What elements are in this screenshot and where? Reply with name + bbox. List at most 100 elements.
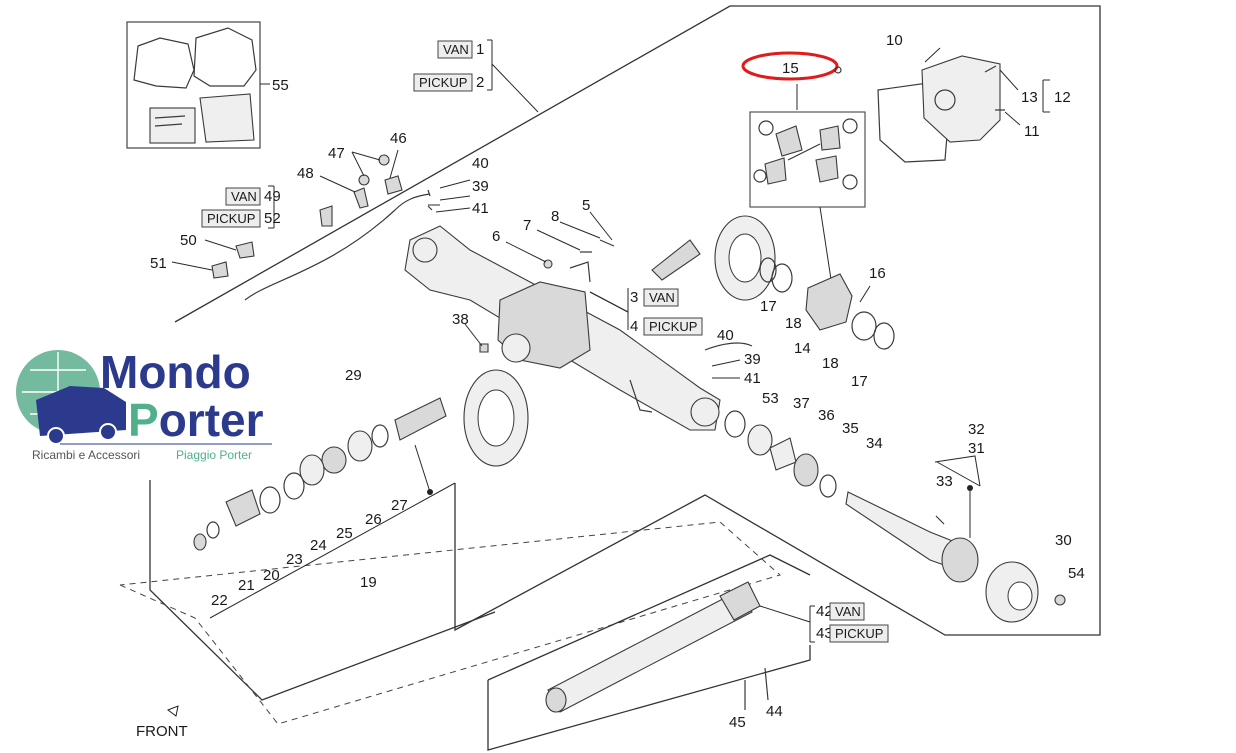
- part-label-p32[interactable]: 32: [968, 421, 985, 438]
- part-number: 26: [365, 511, 382, 528]
- part-label-p41a[interactable]: 41: [472, 200, 489, 217]
- part-label-p21[interactable]: 21: [238, 577, 255, 594]
- part-label-p40b[interactable]: 40: [717, 327, 734, 344]
- part-number: 22: [211, 592, 228, 609]
- part-number: 24: [310, 537, 327, 554]
- part-label-p50[interactable]: 50: [180, 232, 197, 249]
- part-number: 3: [630, 289, 638, 306]
- part-label-p54[interactable]: 54: [1068, 565, 1085, 582]
- part-label-p53[interactable]: 53: [762, 390, 779, 407]
- part-number: 20: [263, 567, 280, 584]
- part-label-p39a[interactable]: 39: [472, 178, 489, 195]
- part-number: 18: [822, 355, 839, 372]
- part-number: 23: [286, 551, 303, 568]
- part-label-p51[interactable]: 51: [150, 255, 167, 272]
- part-label-p1[interactable]: 1 VAN: [437, 40, 484, 59]
- part-label-p8[interactable]: 8: [551, 208, 559, 225]
- part-label-p40a[interactable]: 40: [472, 155, 489, 172]
- part-label-p6[interactable]: 6: [492, 228, 500, 245]
- part-label-p48[interactable]: 48: [297, 165, 314, 182]
- part-number: 17: [760, 298, 777, 315]
- part-label-p25[interactable]: 25: [336, 525, 353, 542]
- part-label-p7[interactable]: 7: [523, 217, 531, 234]
- part-label-p10[interactable]: 10: [886, 32, 903, 49]
- logo-word-orter: orter: [159, 394, 264, 446]
- part-label-p55[interactable]: 55: [272, 77, 289, 94]
- part-number: 39: [472, 178, 489, 195]
- part-label-p34[interactable]: 34: [866, 435, 883, 452]
- axle-housing: [404, 225, 721, 431]
- part-label-p44[interactable]: 44: [766, 703, 783, 720]
- part-label-p17b[interactable]: 17: [851, 373, 868, 390]
- part-label-p14[interactable]: 14: [794, 340, 811, 357]
- part-label-p5[interactable]: 5: [582, 197, 590, 214]
- part-label-p17a[interactable]: 17: [760, 298, 777, 315]
- part-label-p18b[interactable]: 18: [822, 355, 839, 372]
- variant-tag-box: [413, 73, 473, 92]
- part-number: 50: [180, 232, 197, 249]
- variant-tag: PICKUP: [649, 319, 697, 334]
- part-label-p37[interactable]: 37: [793, 395, 810, 412]
- part-label-p45[interactable]: 45: [729, 714, 746, 731]
- ring-gear-upper: [651, 215, 895, 350]
- part-number: 48: [297, 165, 314, 182]
- front-arrow-icon: [166, 705, 179, 717]
- part-label-p12[interactable]: 12: [1054, 89, 1071, 106]
- part-number: 40: [472, 155, 489, 172]
- variant-tag-box: [643, 317, 703, 336]
- part-label-p27[interactable]: 27: [391, 497, 408, 514]
- part-number: 1: [476, 41, 484, 58]
- part-label-p26[interactable]: 26: [365, 511, 382, 528]
- part-label-p39b[interactable]: 39: [744, 351, 761, 368]
- part-number: 36: [818, 407, 835, 424]
- part-label-p23[interactable]: 23: [286, 551, 303, 568]
- part-label-p38[interactable]: 38: [452, 311, 469, 328]
- part-label-p11[interactable]: 11: [1024, 123, 1040, 140]
- part-number: 55: [272, 77, 289, 94]
- part-number: 37: [793, 395, 810, 412]
- part-label-p29[interactable]: 29: [345, 367, 362, 384]
- part-number: 6: [492, 228, 500, 245]
- axle-cover: [877, 47, 1050, 163]
- part-number: 17: [851, 373, 868, 390]
- variant-tag: PICKUP: [835, 626, 883, 641]
- part-number: 38: [452, 311, 469, 328]
- part-label-p47[interactable]: 47: [328, 145, 345, 162]
- part-label-p30[interactable]: 30: [1055, 532, 1072, 549]
- part-label-p20[interactable]: 20: [263, 567, 280, 584]
- part-number: 19: [360, 574, 377, 591]
- part-label-p16[interactable]: 16: [869, 265, 886, 282]
- part-label-p13[interactable]: 13: [1021, 89, 1038, 106]
- part-number: 34: [866, 435, 883, 452]
- part-label-p41b[interactable]: 41: [744, 370, 761, 387]
- part-number: 54: [1068, 565, 1085, 582]
- part-label-p33[interactable]: 33: [936, 473, 953, 490]
- part-label-p18a[interactable]: 18: [785, 315, 802, 332]
- part-number: 41: [744, 370, 761, 387]
- part-number: 21: [238, 577, 255, 594]
- variant-tag: VAN: [443, 42, 469, 57]
- part-label-p22[interactable]: 22: [211, 592, 228, 609]
- part-label-p31[interactable]: 31: [968, 440, 985, 457]
- part-label-p24[interactable]: 24: [310, 537, 327, 554]
- gasket-kit-box: [126, 21, 270, 149]
- logo-tagline-right: Piaggio Porter: [176, 448, 252, 462]
- differential-gear-kit: [749, 84, 866, 287]
- part-label-p19[interactable]: 19: [360, 574, 377, 591]
- part-label-p46[interactable]: 46: [390, 130, 407, 147]
- part-number: 14: [794, 340, 811, 357]
- part-label-p35[interactable]: 35: [842, 420, 859, 437]
- half-shaft-group: [724, 410, 1066, 623]
- part-label-p15[interactable]: 15: [782, 60, 799, 77]
- part-label-p36[interactable]: 36: [818, 407, 835, 424]
- pinion-group: [193, 369, 529, 619]
- part-number: 44: [766, 703, 783, 720]
